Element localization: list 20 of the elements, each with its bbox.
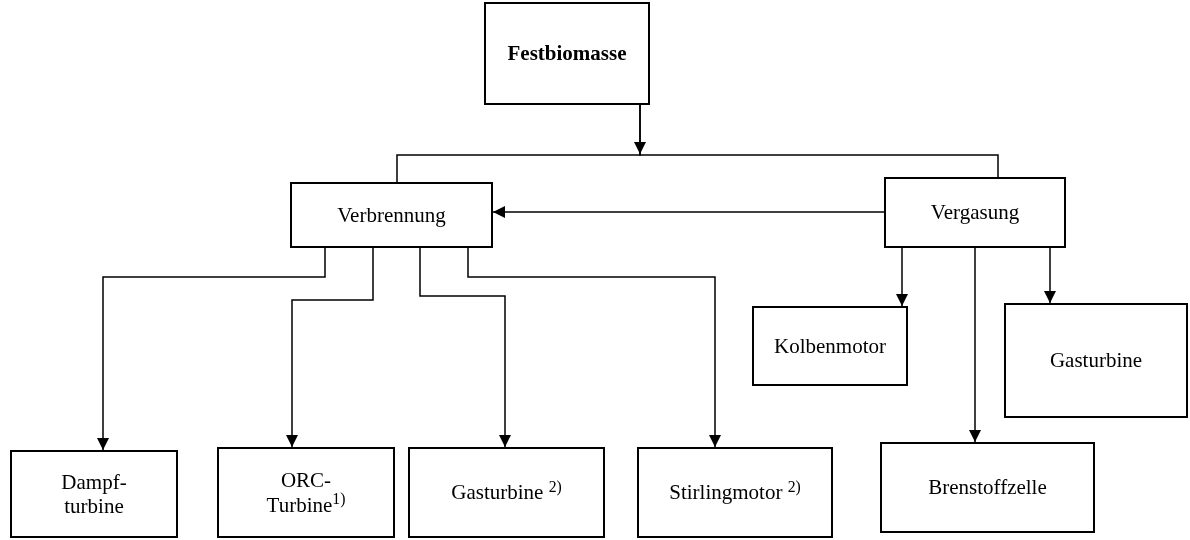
process-box [217, 447, 395, 538]
node-label: Verbrennung [337, 202, 446, 228]
process-box [752, 306, 908, 386]
node-label: Brenstoffzelle [928, 475, 1047, 500]
node-label: Gasturbine $^{2)}$ [451, 480, 562, 505]
node-label: Stirlingmotor $^{2)}$ [669, 480, 801, 505]
process-box [290, 182, 493, 248]
node-label: Dampf- turbine [60, 469, 128, 519]
node-label: Vergasung [930, 200, 1020, 225]
node-label: Gasturbine [1049, 348, 1143, 373]
process-box [408, 447, 605, 538]
node-label: Festbiomasse [507, 41, 627, 66]
process-box [884, 177, 1066, 248]
node-label: ORC- Turbine$^{1)}$ [265, 468, 347, 517]
process-box [1004, 303, 1188, 418]
process-box [880, 442, 1095, 533]
process-box [484, 2, 650, 105]
process-box [10, 450, 178, 538]
node-label: Kolbenmotor [774, 333, 886, 359]
process-box [637, 447, 833, 538]
